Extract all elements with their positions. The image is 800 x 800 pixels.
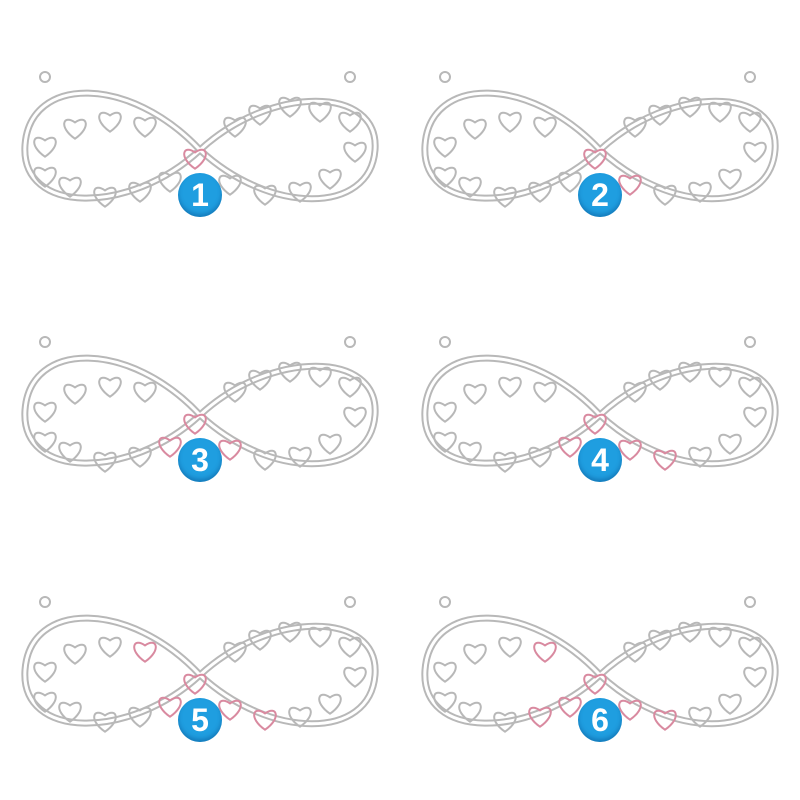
pendant-option-6[interactable]: 6 <box>400 530 800 795</box>
infinity-pendant-image <box>421 71 779 208</box>
pendant-option-2[interactable]: 2 <box>400 5 800 270</box>
option-number-badge: 3 <box>178 438 222 482</box>
pendant-option-3[interactable]: 3 <box>0 270 400 535</box>
pendant-option-4[interactable]: 4 <box>400 270 800 535</box>
pendant-option-5[interactable]: 5 <box>0 530 400 795</box>
infinity-pendant-image <box>21 596 379 733</box>
option-number-badge: 6 <box>578 698 622 742</box>
option-number-badge: 5 <box>178 698 222 742</box>
infinity-pendant-image <box>21 336 379 473</box>
infinity-pendant-image <box>421 596 779 733</box>
option-number-badge: 1 <box>178 173 222 217</box>
infinity-pendant-image <box>421 336 779 473</box>
pendant-option-1[interactable]: 1 <box>0 5 400 270</box>
option-number-badge: 2 <box>578 173 622 217</box>
option-number-badge: 4 <box>578 438 622 482</box>
infinity-pendant-image <box>21 71 379 208</box>
